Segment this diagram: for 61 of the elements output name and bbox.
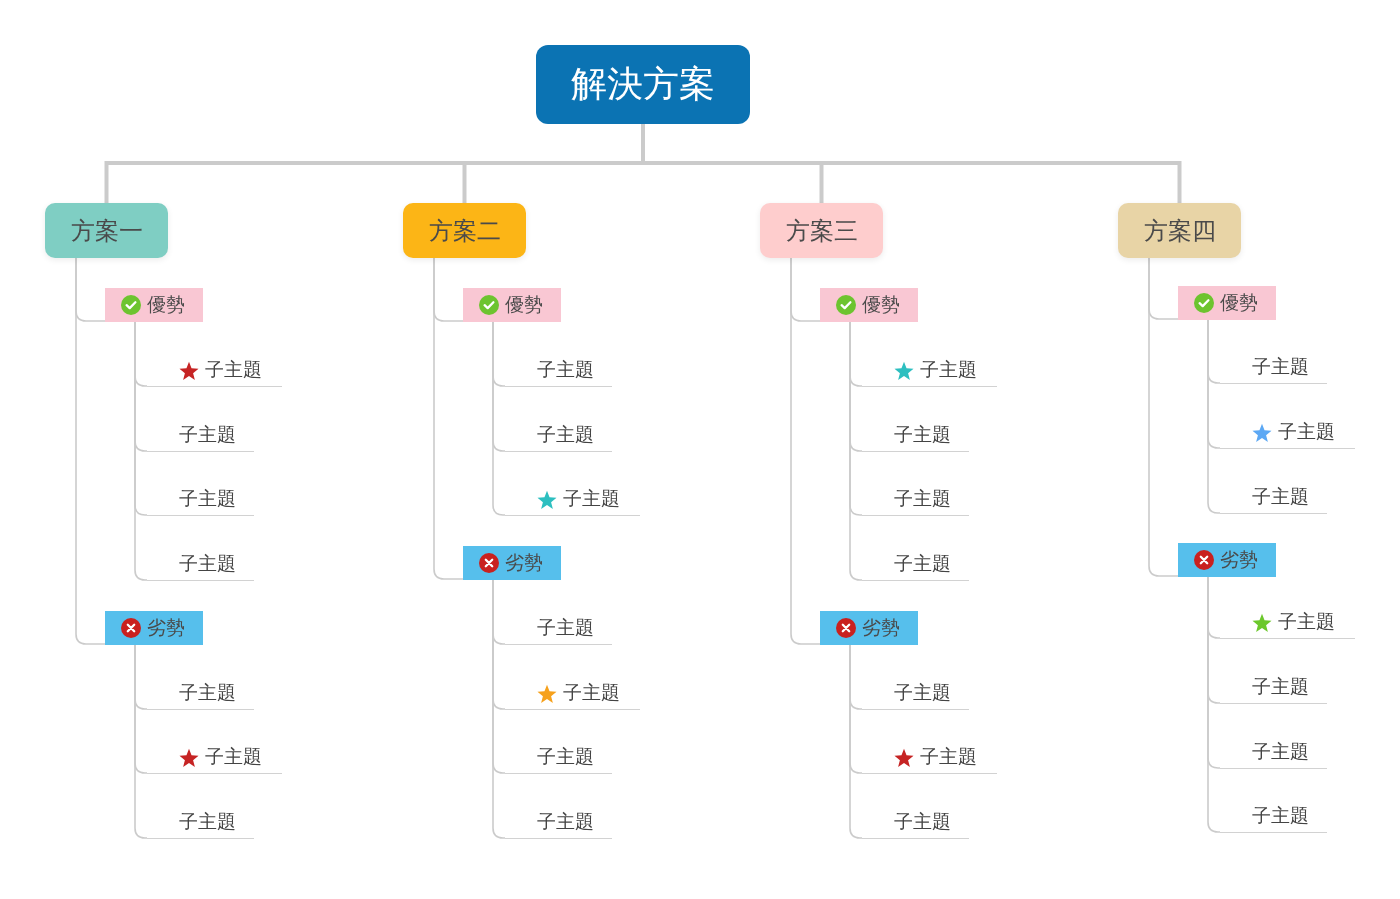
tag-text: 劣勢	[1220, 548, 1258, 572]
category-tag	[820, 611, 918, 645]
connector-line	[433, 257, 464, 580]
category-tag	[1178, 543, 1276, 577]
subtopic-text: 子主題	[179, 488, 236, 511]
connector-line	[134, 644, 148, 839]
subtopic-text: 子主題	[1252, 805, 1309, 828]
main-topic: 方案二	[403, 203, 526, 258]
subtopic-text: 子主題	[563, 682, 620, 705]
subtopic-text: 子主題	[537, 811, 594, 834]
connector-line	[1207, 576, 1221, 833]
subtopic-text: 子主題	[1252, 741, 1309, 764]
tag-text: 優勢	[1220, 291, 1258, 315]
category-tag	[105, 611, 203, 645]
category-tag	[820, 288, 918, 322]
connector-line	[1207, 319, 1221, 514]
connector-line	[75, 257, 106, 645]
subtopic-text: 子主題	[179, 682, 236, 705]
connector-line	[134, 321, 148, 581]
subtopic-text: 子主題	[179, 424, 236, 447]
tag-text: 優勢	[147, 293, 185, 317]
tag-text: 劣勢	[147, 616, 185, 640]
subtopic-text: 子主題	[1278, 421, 1335, 444]
subtopic-text: 子主題	[1252, 356, 1309, 379]
subtopic-text: 子主題	[1278, 611, 1335, 634]
subtopic-text: 子主題	[563, 488, 620, 511]
subtopic-text: 子主題	[179, 553, 236, 576]
subtopic-text: 子主題	[894, 424, 951, 447]
tag-text: 優勢	[505, 293, 543, 317]
subtopic-text: 子主題	[894, 553, 951, 576]
tag-text: 劣勢	[862, 616, 900, 640]
category-tag	[1178, 286, 1276, 320]
category-tag	[105, 288, 203, 322]
subtopic-text: 子主題	[894, 682, 951, 705]
subtopic-text: 子主題	[537, 359, 594, 382]
subtopic-text: 子主題	[537, 424, 594, 447]
connector-line	[849, 644, 863, 839]
subtopic-text: 子主題	[537, 617, 594, 640]
subtopic-text: 子主題	[205, 359, 262, 382]
tag-text: 劣勢	[505, 551, 543, 575]
main-topic: 方案四	[1118, 203, 1241, 258]
subtopic-text: 子主題	[894, 488, 951, 511]
subtopic-text: 子主題	[179, 811, 236, 834]
tag-text: 優勢	[862, 293, 900, 317]
subtopic-text: 子主題	[920, 359, 977, 382]
connector-line	[492, 321, 506, 516]
subtopic-text: 子主題	[1252, 486, 1309, 509]
category-tag	[463, 546, 561, 580]
subtopic-text: 子主題	[894, 811, 951, 834]
connector-line	[1148, 257, 1179, 577]
main-topic: 方案三	[760, 203, 883, 258]
subtopic-text: 子主題	[537, 746, 594, 769]
connector-line	[849, 321, 863, 581]
subtopic-text: 子主題	[1252, 676, 1309, 699]
category-tag	[463, 288, 561, 322]
subtopic-text: 子主題	[920, 746, 977, 769]
connector-line	[492, 579, 506, 839]
subtopic-text: 子主題	[205, 746, 262, 769]
main-topic: 方案一	[45, 203, 168, 258]
central-topic: 解決方案	[536, 45, 750, 124]
connector-line	[790, 257, 821, 645]
